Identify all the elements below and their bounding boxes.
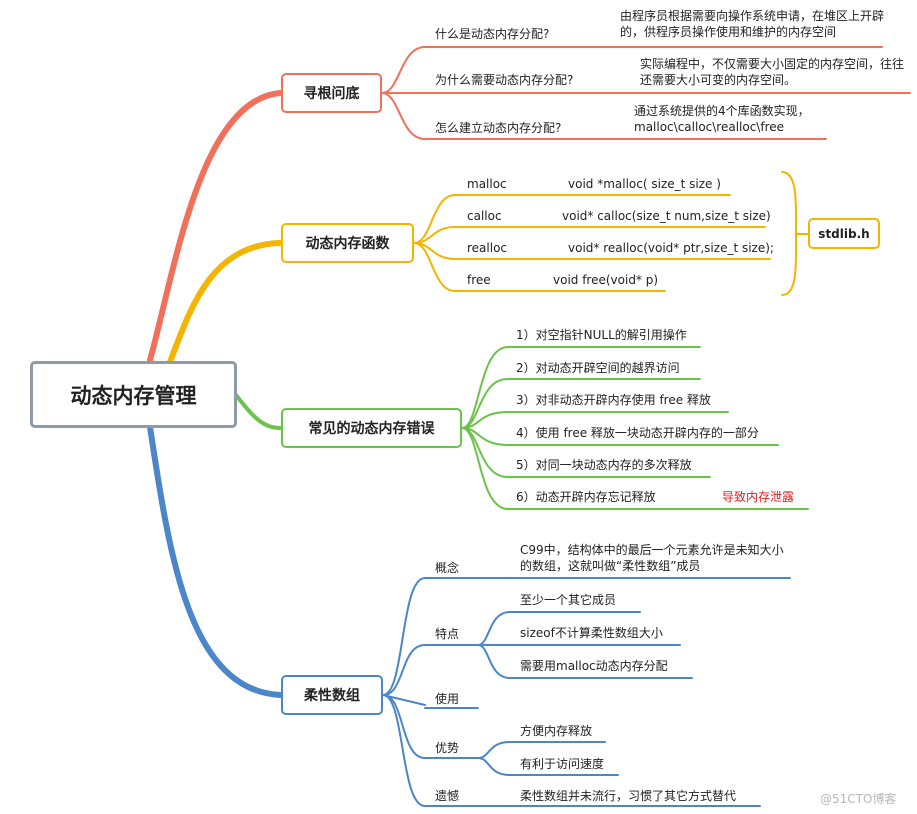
error-item: 4）使用 free 释放一块动态开辟内存的一部分 (516, 426, 759, 440)
regret-text: 柔性数组并未流行，习惯了其它方式替代 (520, 789, 737, 803)
feature-item: 需要用malloc动态内存分配 (520, 659, 668, 673)
error-item: 1）对空指针NULL的解引用操作 (516, 328, 687, 342)
error-item: 2）对动态开辟空间的越界访问 (516, 361, 680, 375)
func-sig-malloc: void *malloc( size_t size ) (568, 177, 721, 191)
func-sig-calloc: void* calloc(size_t num,size_t size) (562, 209, 771, 223)
error-note-leak: 导致内存泄露 (722, 490, 795, 504)
topic-usage: 使用 (435, 692, 460, 706)
topic-concept: 概念 (435, 561, 460, 575)
answer-how: 通过系统提供的4个库函数实现，malloc\calloc\realloc\fre… (634, 104, 810, 134)
func-name-free: free (467, 273, 491, 287)
header-label: stdlib.h (818, 226, 870, 241)
func-name-malloc: malloc (467, 177, 507, 191)
branch-node-origin[interactable]: 寻根问底 (281, 73, 382, 113)
branch-node-flexible-array[interactable]: 柔性数组 (281, 675, 383, 715)
topic-regret: 遗憾 (435, 789, 460, 803)
error-item: 5）对同一块动态内存的多次释放 (516, 458, 692, 472)
concept-text: C99中，结构体中的最后一个元素允许是未知大小的数组，这就叫做“柔性数组”成员 (520, 543, 784, 573)
root-label: 动态内存管理 (70, 383, 197, 408)
answer-why: 实际编程中，不仅需要大小固定的内存空间，往往还需要大小可变的内存空间。 (640, 57, 905, 87)
question-why: 为什么需要动态内存分配? (435, 73, 574, 87)
branch-label: 常见的动态内存错误 (308, 421, 435, 437)
question-what: 什么是动态内存分配? (435, 27, 550, 41)
branch-label: 柔性数组 (304, 688, 360, 704)
branch-label: 动态内存函数 (305, 236, 390, 252)
watermark: @51CTO博客 (820, 792, 897, 806)
advantage-item: 有利于访问速度 (520, 757, 605, 771)
error-item: 3）对非动态开辟内存使用 free 释放 (516, 393, 711, 407)
func-sig-free: void free(void* p) (553, 273, 659, 287)
advantage-item: 方便内存释放 (520, 724, 593, 738)
topic-advantages: 优势 (435, 741, 460, 755)
branch-node-errors[interactable]: 常见的动态内存错误 (281, 408, 462, 448)
error-item: 6）动态开辟内存忘记释放 (516, 490, 656, 504)
func-sig-realloc: void* realloc(void* ptr,size_t size); (568, 241, 774, 255)
feature-item: sizeof不计算柔性数组大小 (520, 626, 663, 640)
header-node-stdlib[interactable]: stdlib.h (808, 218, 880, 249)
branch-node-functions[interactable]: 动态内存函数 (281, 223, 414, 263)
root-node[interactable]: 动态内存管理 (30, 361, 237, 428)
feature-item: 至少一个其它成员 (520, 593, 617, 607)
func-name-calloc: calloc (467, 209, 502, 223)
func-name-realloc: realloc (467, 241, 508, 255)
branch-label: 寻根问底 (303, 86, 360, 102)
answer-what: 由程序员根据需要向操作系统申请，在堆区上开辟的，供程序员操作使用和维护的内存空间 (620, 9, 885, 39)
topic-features: 特点 (435, 627, 460, 641)
question-how: 怎么建立动态内存分配? (435, 121, 562, 135)
